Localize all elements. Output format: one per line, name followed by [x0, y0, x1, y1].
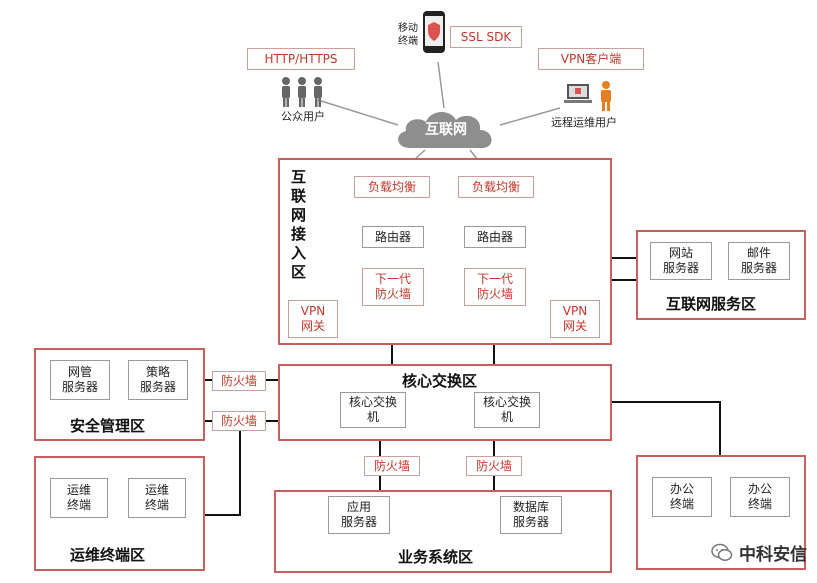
router-1: 路由器 [362, 226, 424, 248]
core-switch-2: 核心交换 机 [474, 392, 540, 428]
vpn-gateway-right: VPN 网关 [550, 300, 600, 338]
link-mobile-internet [437, 61, 445, 109]
internet-service-zone-title: 互联网服务区 [666, 295, 757, 313]
public-user-label: 公众用户 [281, 110, 325, 123]
core-switching-zone [278, 364, 612, 441]
business-firewall-1: 防火墙 [364, 456, 420, 476]
secmgmt-firewall-1: 防火墙 [212, 371, 266, 391]
mobile-phone-icon [423, 11, 445, 53]
secmgmt-firewall-2: 防火墙 [212, 411, 266, 431]
mail-server: 邮件 服务器 [728, 242, 790, 280]
office-terminal-2: 办公 终端 [730, 477, 790, 517]
cloud-icon [398, 111, 492, 148]
load-balancer-2: 负载均衡 [458, 176, 534, 198]
core-switching-zone-title: 核心交换区 [402, 372, 478, 390]
link-remote-internet [499, 107, 561, 126]
core-switch-1: 核心交换 机 [340, 392, 406, 428]
internet-access-zone-title: 互 联 网 接 入 区 [291, 168, 307, 281]
internet-cloud: 互联网 [390, 104, 502, 154]
link-fw2-ops [205, 430, 241, 516]
nms-server: 网管 服务器 [50, 360, 110, 400]
app-server: 应用 服务器 [328, 496, 390, 534]
web-server: 网站 服务器 [650, 242, 712, 280]
ssl-sdk-box: SSL SDK [450, 26, 522, 48]
db-server: 数据库 服务器 [500, 496, 562, 534]
ops-terminal-2: 运维 终端 [128, 478, 186, 518]
ops-terminal-1: 运维 终端 [50, 478, 108, 518]
office-terminal-1: 办公 终端 [652, 477, 712, 517]
mobile-terminal-label: 移动 终端 [398, 23, 418, 47]
link-public-internet [317, 99, 399, 126]
remote-user-icon [601, 81, 611, 111]
link-core-office [612, 401, 721, 455]
security-management-zone-title: 安全管理区 [70, 417, 146, 435]
router-2: 路由器 [464, 226, 526, 248]
ngfw-1: 下一代 防火墙 [362, 268, 424, 306]
load-balancer-1: 负载均衡 [354, 176, 430, 198]
business-system-zone-title: 业务系统区 [398, 548, 474, 566]
ngfw-2: 下一代 防火墙 [464, 268, 526, 306]
vpn-gateway-left: VPN 网关 [288, 300, 338, 338]
http-label: HTTP/HTTPS [247, 48, 355, 70]
watermark-text: 中科安信 [739, 545, 807, 565]
policy-server: 策略 服务器 [128, 360, 188, 400]
watermark: 中科安信 [711, 540, 807, 565]
business-firewall-2: 防火墙 [466, 456, 522, 476]
wechat-icon [711, 543, 733, 561]
public-users-icon [282, 77, 322, 107]
ops-terminal-zone-title: 运维终端区 [70, 546, 146, 564]
vpn-client-box: VPN客户端 [538, 48, 644, 70]
remote-ops-user-label: 远程运维用户 [551, 116, 617, 129]
internet-label: 互联网 [425, 122, 467, 138]
laptop-icon [564, 84, 592, 103]
